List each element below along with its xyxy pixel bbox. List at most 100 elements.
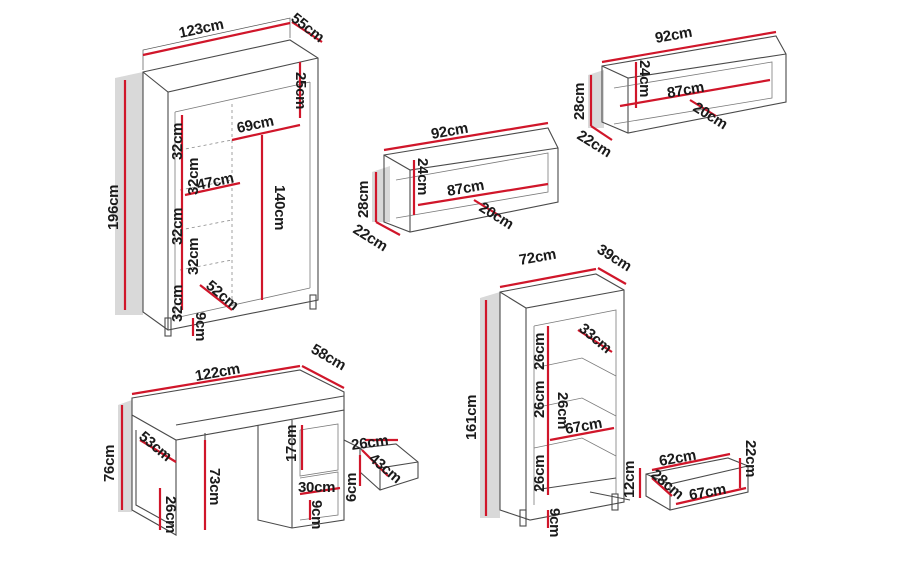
wall-shelf-a: 92cm 87cm 28cm 24cm 22cm 20cm xyxy=(350,120,559,255)
desk-depth-line xyxy=(301,365,345,389)
wardrobe-hanging-width-line xyxy=(231,123,301,142)
desk-shadow xyxy=(118,400,132,512)
shelf-a-inner-height-label: 24cm xyxy=(414,158,431,195)
bookcase-shelf-depth-line xyxy=(577,329,613,353)
bookcase-foot-label: 9cm xyxy=(546,508,563,537)
bookcase-drawer-side-label: 22cm xyxy=(742,440,759,477)
desk-top xyxy=(131,369,345,441)
wardrobe-shelf-line xyxy=(179,219,233,231)
shelf-b-depth-label: 22cm xyxy=(574,127,615,161)
shelf-a-inner-depth-line xyxy=(473,199,501,217)
bookcase-drawer-inner-width-label: 67cm xyxy=(688,481,728,504)
desk-leg-depth-label: 53cm xyxy=(135,428,174,465)
wardrobe-hanging-width-label: 69cm xyxy=(235,113,275,137)
wardrobe-shelf-5-label: 32cm xyxy=(169,285,186,322)
wardrobe-shelf-line xyxy=(179,139,233,151)
wardrobe-shelf-depth-label: 52cm xyxy=(202,277,241,314)
bookcase-shelf-2-label: 26cm xyxy=(531,381,548,418)
wardrobe-shadow xyxy=(115,72,143,315)
desk-depth-label: 58cm xyxy=(308,341,349,374)
desk-drawer-front xyxy=(299,423,339,477)
wardrobe: 123cm 55cm 196cm 25cm 69cm 140cm 32cm 32… xyxy=(105,10,327,341)
wardrobe-hanging-height-label: 140cm xyxy=(271,185,288,230)
bookcase-width-label: 72cm xyxy=(518,246,558,269)
shelf-a-shadow xyxy=(372,166,390,222)
bookcase-shelf-3-label: 26cm xyxy=(554,392,571,429)
desk-drawer-inner-depth-line xyxy=(361,449,389,477)
shelf-b-width-line xyxy=(601,30,777,64)
desk-drawer-lower xyxy=(299,471,339,521)
bookcase-shelf xyxy=(533,437,617,457)
shelf-b-height-label: 28cm xyxy=(571,83,588,120)
bookcase-drawer-inner-width-line xyxy=(675,486,747,506)
bookcase-height-label: 161cm xyxy=(463,395,480,440)
bookcase-shelf-1-label: 26cm xyxy=(531,333,548,370)
desk-drawer-height-label: 17cm xyxy=(283,425,300,462)
shelf-a-inner-width-label: 87cm xyxy=(446,177,486,200)
shelf-b-inner-depth-label: 20cm xyxy=(690,99,731,133)
shelf-a-inner-depth-label: 20cm xyxy=(476,199,517,233)
desk-top-front-edge xyxy=(175,395,345,426)
shelf-b-inner-height-label: 24cm xyxy=(636,60,653,97)
wardrobe-top-edge xyxy=(142,57,319,93)
bookcase-top-edge xyxy=(499,289,625,309)
desk-height-label: 76cm xyxy=(101,445,118,482)
shelf-b-outline xyxy=(601,35,787,134)
wardrobe-foot-label: 9cm xyxy=(192,312,209,341)
bookcase-drawer-depth-line xyxy=(651,477,673,497)
wardrobe-leg xyxy=(309,294,317,310)
desk-foot-label: 9cm xyxy=(308,500,325,529)
wardrobe-width-ext xyxy=(142,17,291,70)
wardrobe-shelf-2-label: 32cm xyxy=(185,158,202,195)
bookcase-inner xyxy=(533,309,617,494)
desk-leg-depth-line xyxy=(139,439,177,463)
bookcase-leg xyxy=(611,493,619,511)
bookcase-leg xyxy=(519,509,527,527)
wardrobe-inner-top xyxy=(174,81,311,113)
shelf-b-inner-width-label: 87cm xyxy=(666,79,706,102)
bookcase-shelf-depth-label: 33cm xyxy=(575,320,614,357)
wardrobe-shelf-line xyxy=(179,179,233,191)
bookcase-width-line xyxy=(499,267,597,289)
shelf-b-depth-line xyxy=(590,125,613,141)
desk-drawer-inner-depth-label: 43cm xyxy=(365,450,404,487)
desk: 122cm 58cm 76cm 53cm 73cm 26cm 17cm 30cm… xyxy=(101,341,419,536)
wardrobe-inner-bottom xyxy=(174,287,311,319)
wardrobe-leg xyxy=(164,317,172,337)
desk-drawer-width-label: 30cm xyxy=(298,479,335,496)
shelf-a-height-label: 28cm xyxy=(355,181,372,218)
desk-leg-width-label: 26cm xyxy=(162,496,179,533)
wardrobe-top-gap-label: 25cm xyxy=(292,72,309,109)
bookcase-drawer xyxy=(645,457,749,511)
desk-drawer-inner-width-label: 26cm xyxy=(350,432,389,454)
wardrobe-depth-line xyxy=(291,21,323,43)
wall-shelf-b: 92cm 87cm 28cm 24cm 22cm 20cm xyxy=(571,24,787,161)
desk-drawer-inner-height-label: 6cm xyxy=(343,473,360,502)
shelf-a-width-line xyxy=(383,121,549,152)
wardrobe-shelf-line xyxy=(179,259,233,271)
shelf-b-inner xyxy=(613,61,773,125)
shelf-a-outline xyxy=(383,127,559,233)
bookcase-drawer-depth-label: 28cm xyxy=(647,466,686,503)
shelf-b-width-label: 92cm xyxy=(654,24,694,47)
wardrobe-shelf-1-label: 32cm xyxy=(169,123,186,160)
wardrobe-width-line xyxy=(142,21,291,57)
wardrobe-shelf-width-line xyxy=(184,181,241,197)
shelf-b-inner-width-line xyxy=(619,78,771,108)
bookcase-shelf-width-label: 67cm xyxy=(564,415,604,438)
shelf-a-inner xyxy=(395,152,549,219)
desk-drawer-leader xyxy=(343,439,361,449)
shelf-a-depth-line xyxy=(375,221,401,236)
desk-width-line xyxy=(131,364,301,396)
wardrobe-shelf-depth-line xyxy=(199,284,233,311)
wardrobe-height-label: 196cm xyxy=(105,185,122,230)
bookcase-shadow xyxy=(480,292,500,518)
desk-drawer-width-line xyxy=(299,486,341,496)
bookcase-drawer-width-label: 62cm xyxy=(658,447,698,470)
bookcase-drawer-width-line xyxy=(651,452,731,472)
bookcase-outline xyxy=(499,273,625,521)
wardrobe-shelf-3-label: 32cm xyxy=(169,208,186,245)
shelf-b-inner-depth-line xyxy=(689,99,717,117)
